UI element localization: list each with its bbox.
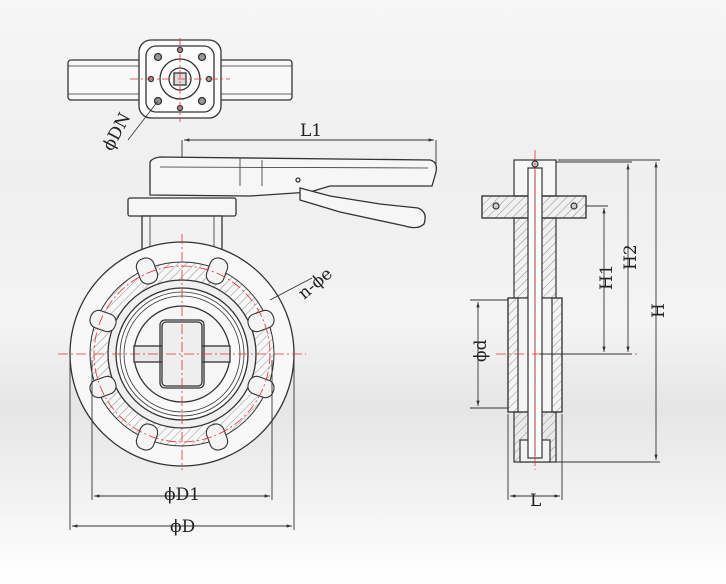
front-body bbox=[69, 241, 295, 467]
front-centerlines bbox=[58, 234, 306, 470]
handle bbox=[127, 156, 438, 253]
label-h: H bbox=[649, 303, 669, 318]
dim-l1 bbox=[181, 138, 437, 164]
label-ne: n-ϕe bbox=[294, 264, 336, 304]
label-l: L bbox=[530, 491, 541, 511]
side-dims bbox=[470, 159, 660, 500]
label-d-small: ϕd bbox=[471, 339, 491, 362]
bolt-holes bbox=[89, 257, 275, 451]
label-h1: H1 bbox=[597, 264, 617, 290]
side-view bbox=[481, 159, 587, 463]
label-l1: L1 bbox=[300, 121, 322, 141]
front-dims bbox=[69, 277, 313, 530]
label-h2: H2 bbox=[621, 244, 641, 270]
label-dn: ϕDN bbox=[99, 109, 136, 154]
label-d1: ϕD1 bbox=[164, 485, 200, 505]
top-view bbox=[67, 38, 293, 141]
label-d-outer: ϕD bbox=[170, 517, 195, 537]
